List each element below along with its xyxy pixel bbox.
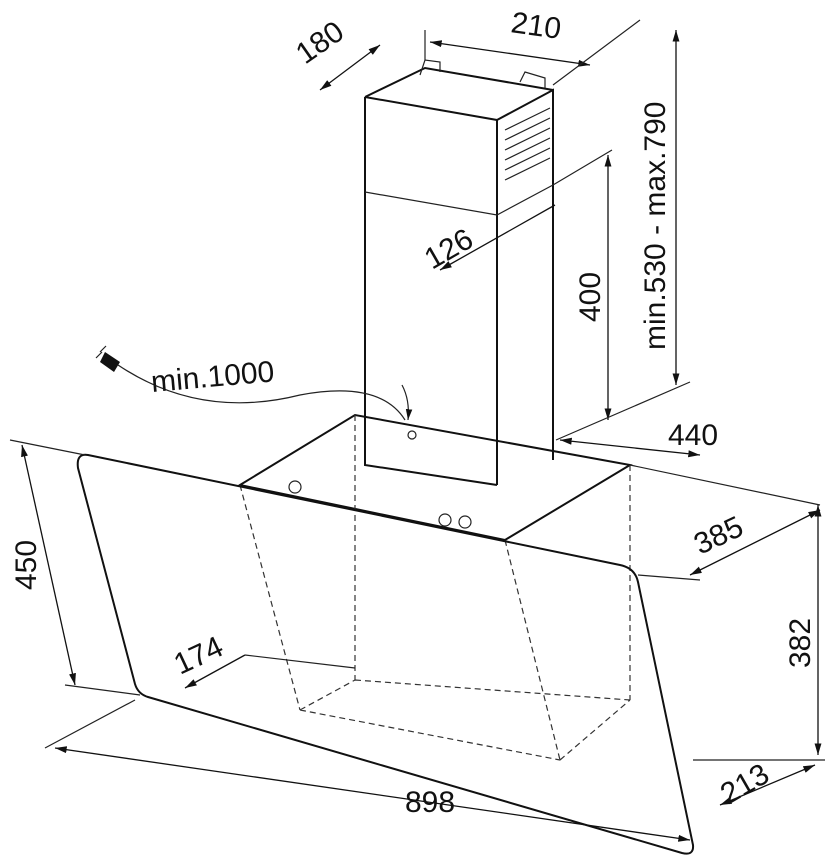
power-cable — [117, 364, 413, 421]
label-body-depth: 385 — [689, 510, 748, 561]
label-chimney-depth: 180 — [290, 15, 350, 71]
label-total-width: 898 — [405, 786, 455, 819]
plug-icon — [95, 345, 120, 372]
label-upper-chimney-height: 400 — [574, 272, 607, 322]
vent-grille-icon — [504, 107, 551, 181]
label-glass-height: 450 — [10, 540, 43, 590]
chimney — [364, 59, 554, 486]
label-body-height: 382 — [784, 618, 817, 668]
label-cable-length: min.1000 — [150, 355, 276, 399]
label-inner-offset: 174 — [169, 630, 228, 681]
label-chimney-width: 210 — [509, 6, 563, 46]
dimension-lines — [9, 19, 825, 842]
label-vent-offset: 126 — [419, 222, 479, 276]
motor-housing — [237, 413, 633, 761]
label-chimney-height-range: min.530 - max.790 — [639, 102, 672, 350]
glass-panel — [76, 453, 695, 855]
label-mount-depth: 440 — [668, 419, 718, 452]
